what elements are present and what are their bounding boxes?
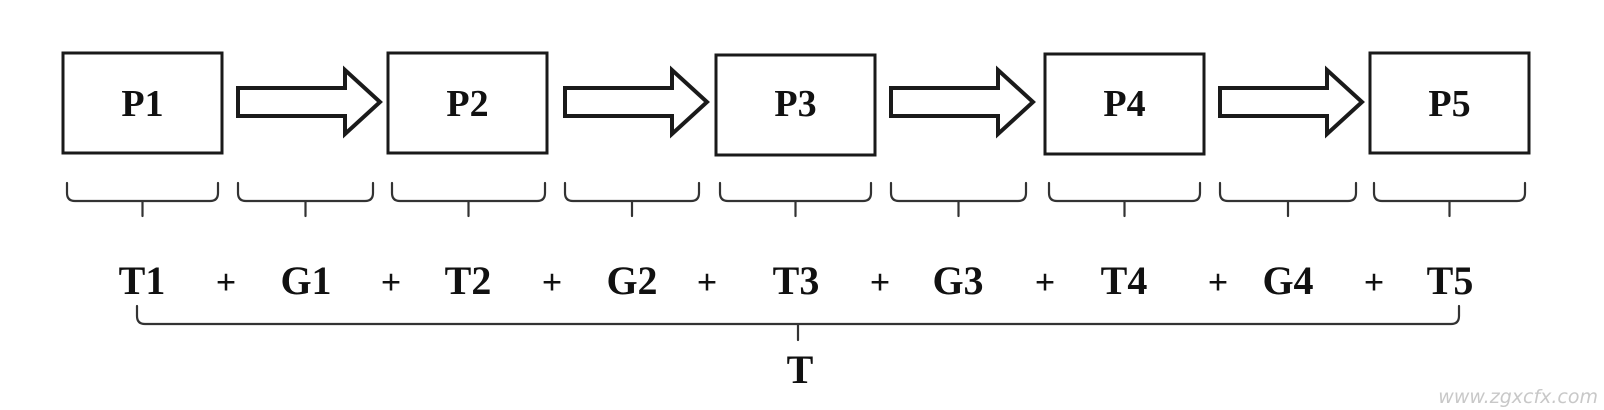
plus-sign: + <box>697 262 718 302</box>
watermark: www.zgxcfx.com <box>1438 386 1598 408</box>
flow-arrows <box>236 65 1365 139</box>
plus-sign: + <box>1208 262 1229 302</box>
brace-t1 <box>65 181 220 218</box>
brace-t4 <box>1047 181 1202 218</box>
segment-label-g4: G4 <box>1262 258 1313 303</box>
segment-labels: T1 G1 T2 G2 T3 G3 T4 G4 T5 <box>119 258 1474 303</box>
segment-label-g2: G2 <box>606 258 657 303</box>
brace-t5 <box>1372 181 1527 218</box>
plus-sign: + <box>216 262 237 302</box>
process-label-p3: P3 <box>774 83 816 125</box>
process-label-p2: P2 <box>446 83 488 125</box>
process-box-p2: P2 <box>386 51 549 155</box>
arrow-p4-p5 <box>1218 65 1365 139</box>
brace-t2 <box>390 181 547 218</box>
plus-sign: + <box>381 262 402 302</box>
brace-t3 <box>718 181 873 218</box>
plus-sign: + <box>542 262 563 302</box>
process-label-p5: P5 <box>1428 83 1470 125</box>
arrow-p1-p2 <box>236 65 383 139</box>
total-brace <box>135 304 1461 342</box>
brace-g1 <box>236 181 375 218</box>
segment-label-g3: G3 <box>932 258 983 303</box>
brace-g4 <box>1218 181 1358 218</box>
segment-label-g1: G1 <box>280 258 331 303</box>
segment-label-t3: T3 <box>773 258 820 303</box>
process-box-p4: P4 <box>1043 52 1206 156</box>
segment-label-t2: T2 <box>445 258 492 303</box>
segment-braces <box>65 181 1527 218</box>
arrow-p3-p4 <box>889 65 1036 139</box>
process-boxes: P1 P2 P3 P4 P5 <box>61 51 1531 157</box>
process-box-p5: P5 <box>1368 51 1531 155</box>
brace-g2 <box>563 181 701 218</box>
segment-label-t5: T5 <box>1427 258 1474 303</box>
total-label: T <box>787 347 814 392</box>
process-box-p1: P1 <box>61 51 224 155</box>
brace-g3 <box>889 181 1028 218</box>
arrow-p2-p3 <box>563 65 710 139</box>
segment-label-t1: T1 <box>119 258 166 303</box>
segment-label-t4: T4 <box>1101 258 1148 303</box>
plus-operators: + + + + + + + + <box>216 262 1385 302</box>
plus-sign: + <box>1035 262 1056 302</box>
process-box-p3: P3 <box>714 53 877 157</box>
process-label-p4: P4 <box>1103 83 1145 125</box>
process-label-p1: P1 <box>121 83 163 125</box>
plus-sign: + <box>1364 262 1385 302</box>
plus-sign: + <box>870 262 891 302</box>
